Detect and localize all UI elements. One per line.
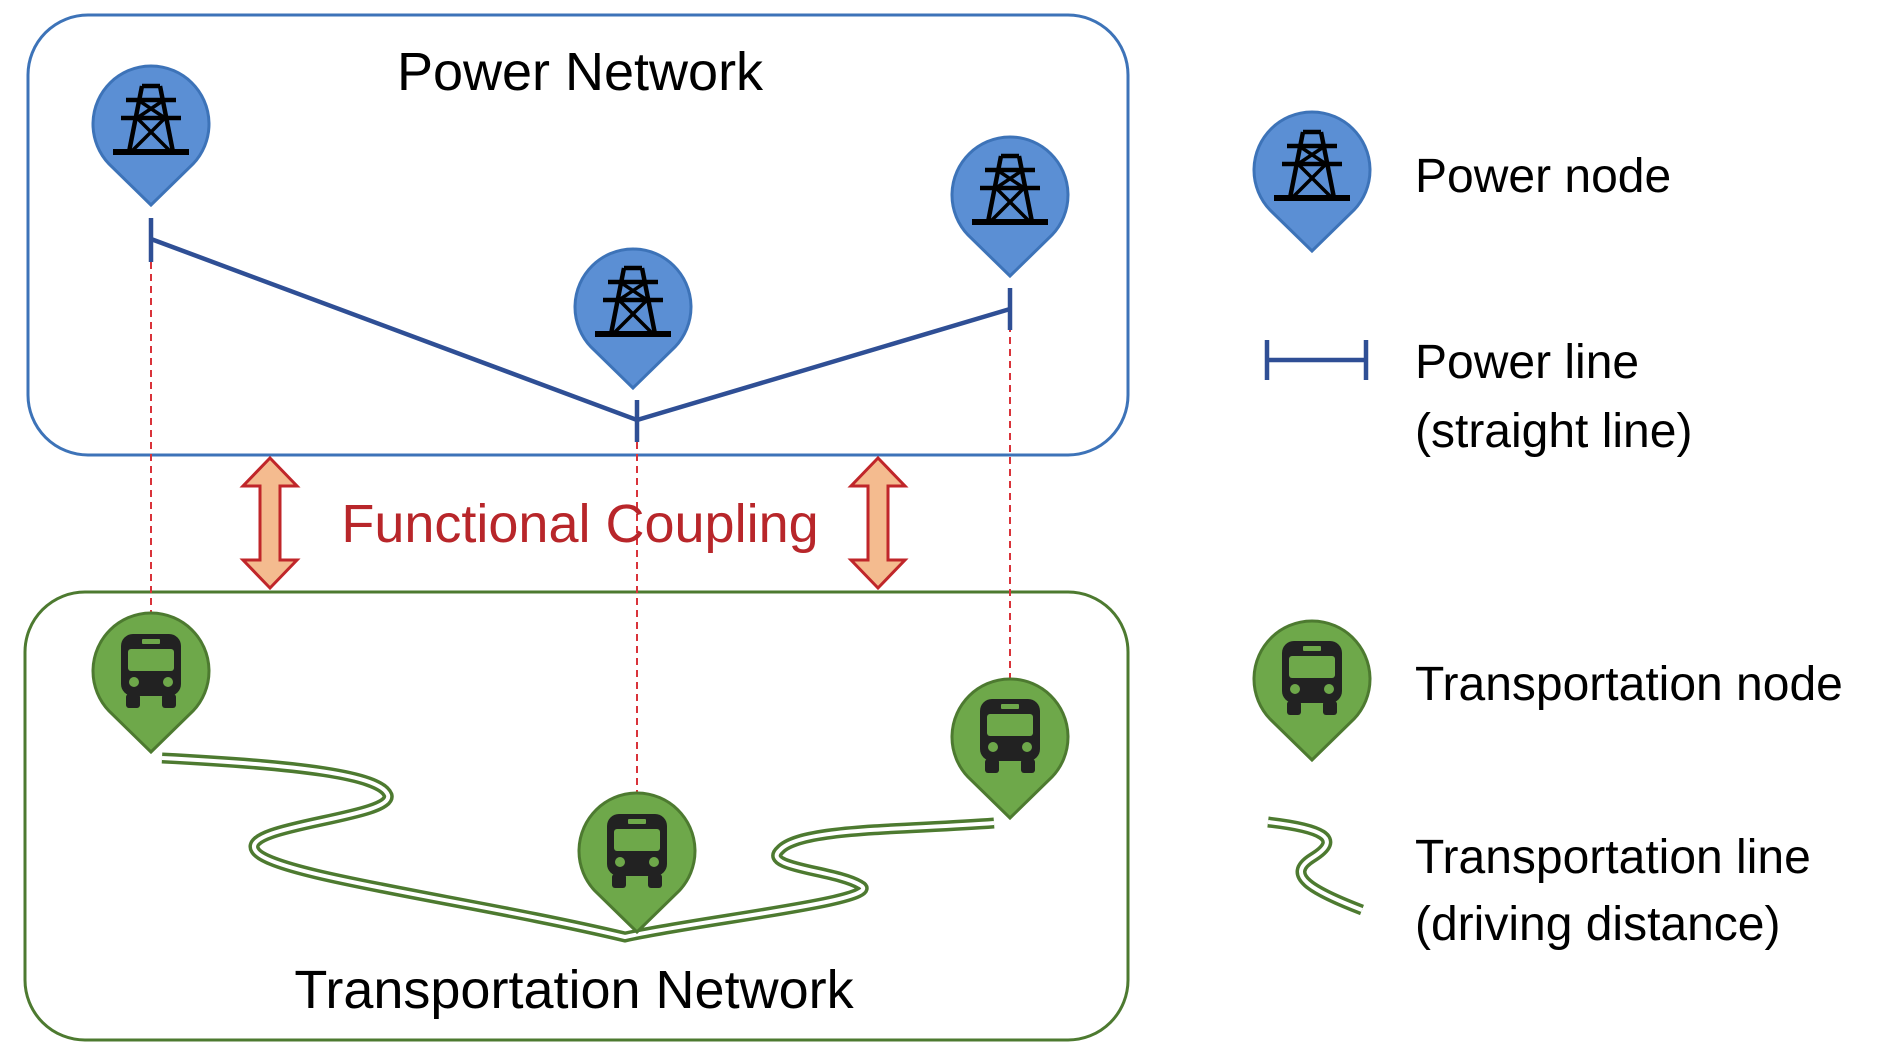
- power-network-title: Power Network: [397, 42, 764, 102]
- power-network-box: [26, 13, 1130, 457]
- power-node-2: [573, 247, 693, 391]
- transportation-network-title: Transportation Network: [294, 960, 854, 1020]
- power-node-3: [950, 135, 1070, 279]
- legend: Power node Power line (straight line) Tr…: [1252, 110, 1843, 951]
- transport-node-2: [577, 791, 697, 935]
- coupling-arrow-left: [239, 455, 301, 591]
- transportation-network-box: [23, 590, 1130, 1042]
- legend-transport-node-label: Transportation node: [1415, 658, 1843, 711]
- legend-transport-node-marker: [1252, 619, 1372, 763]
- legend-power-node-label: Power node: [1415, 150, 1671, 203]
- legend-transport-line-marker: [1267, 816, 1364, 916]
- transport-node-1: [91, 611, 211, 755]
- transport-node-3: [950, 677, 1070, 821]
- coupling-arrow-right: [847, 455, 909, 591]
- coupling-dashed-lines: [150, 250, 1011, 800]
- power-lines: [148, 218, 1013, 442]
- power-node-1: [91, 64, 211, 208]
- legend-power-line-marker: [1264, 340, 1369, 380]
- legend-power-node-marker: [1252, 110, 1372, 254]
- legend-power-line-label: Power line: [1415, 336, 1639, 389]
- legend-transport-line-sublabel: (driving distance): [1415, 898, 1780, 951]
- transportation-roads: [161, 752, 995, 943]
- functional-coupling-label: Functional Coupling: [341, 494, 818, 554]
- legend-transport-line-label: Transportation line: [1415, 831, 1811, 884]
- legend-power-line-sublabel: (straight line): [1415, 405, 1692, 458]
